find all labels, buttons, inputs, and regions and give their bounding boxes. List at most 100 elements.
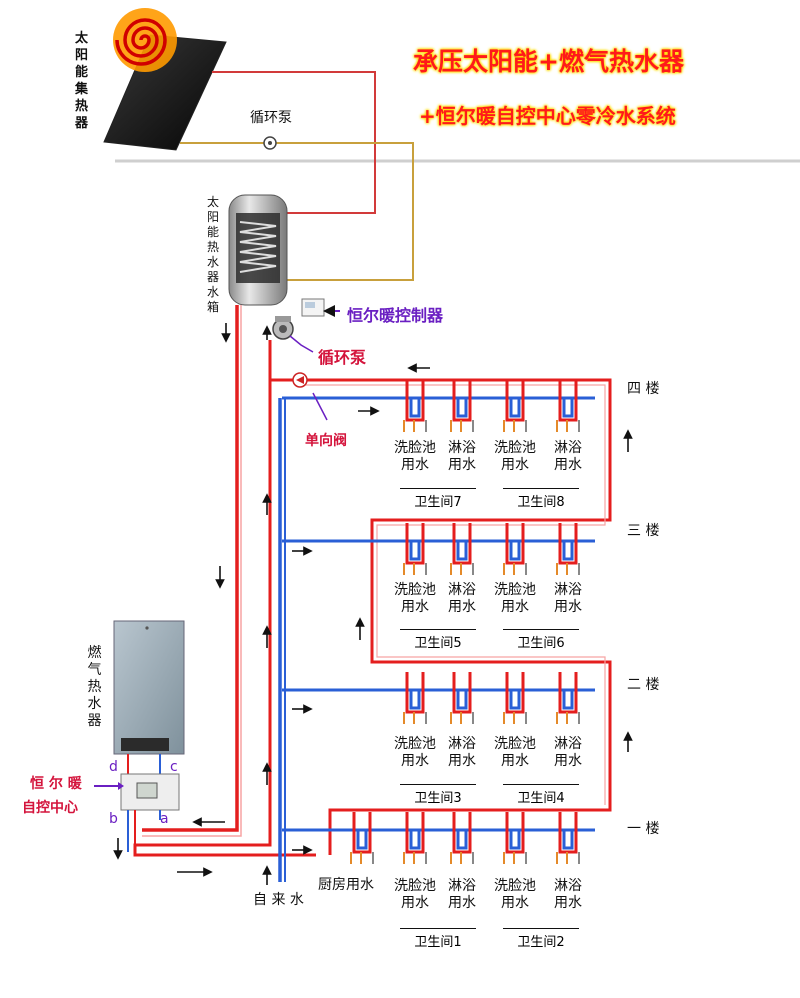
fixture-cold-loop xyxy=(562,398,574,418)
shower-label: 淋浴用水 xyxy=(542,736,594,770)
fixture-label-line1: 淋浴 xyxy=(554,736,582,752)
fixture-label-line1: 淋浴 xyxy=(554,582,582,598)
shower-label: 淋浴用水 xyxy=(542,582,594,616)
kitchen-label: 厨房用水 xyxy=(318,877,374,893)
fixture-hot-loop xyxy=(558,380,578,422)
fixture-hot-loop xyxy=(558,672,578,714)
sink-label: 洗脸池用水 xyxy=(489,736,541,770)
shower-label: 淋浴用水 xyxy=(436,582,488,616)
sink-label: 洗脸池用水 xyxy=(489,582,541,616)
fixture-label-line1: 洗脸池 xyxy=(494,878,536,894)
controller-callout: 恒尔暖控制器 xyxy=(347,306,444,325)
fixture-hot-loop xyxy=(505,812,525,854)
fixture-label-line1: 洗脸池 xyxy=(494,582,536,598)
fixture-label-line2: 用水 xyxy=(501,599,529,615)
fixture-cold-loop xyxy=(456,398,468,418)
fixture-label-line2: 用水 xyxy=(554,457,582,473)
sink-label: 洗脸池用水 xyxy=(389,582,441,616)
fixture-hot-loop xyxy=(505,523,525,565)
pump-callout: 循环泵 xyxy=(318,348,367,367)
fixture-hot-loop xyxy=(558,812,578,854)
fixture-cold-loop xyxy=(562,541,574,561)
tank-pump-icon xyxy=(272,316,294,340)
port-c: c xyxy=(170,759,178,775)
fixture-label-line2: 用水 xyxy=(554,895,582,911)
fixture-cold-loop xyxy=(409,690,421,710)
sink-label: 洗脸池用水 xyxy=(389,440,441,474)
fixture-cold-loop xyxy=(509,541,521,561)
fixture-hot-loop xyxy=(452,812,472,854)
top-pump-icon xyxy=(263,136,277,150)
fixture-label-line2: 用水 xyxy=(401,599,429,615)
fixture-hot-loop xyxy=(452,523,472,565)
fixture-cold-loop xyxy=(409,398,421,418)
fixture-cold-loop xyxy=(456,830,468,850)
fixture-cold-loop xyxy=(509,398,521,418)
solar-collector-label: 太阳能集热器 xyxy=(74,31,88,131)
title-line1: 承压太阳能+燃气热水器 xyxy=(413,47,684,76)
fixture-label-line2: 用水 xyxy=(448,599,476,615)
fixture-label-line1: 淋浴 xyxy=(554,440,582,456)
fixtures xyxy=(350,380,580,864)
fixture-cold-loop xyxy=(456,690,468,710)
fixture-hot-loop xyxy=(405,672,425,714)
fixture-cold-loop xyxy=(409,541,421,561)
fixture-cold-loop xyxy=(562,830,574,850)
fixture-hot-loop xyxy=(558,523,578,565)
bathroom-label: 卫生间1 xyxy=(400,928,476,950)
fixture-label-line1: 洗脸池 xyxy=(394,878,436,894)
control-center-callout-1: 恒 尔 暖 xyxy=(30,776,82,792)
fixture-cold-loop xyxy=(509,830,521,850)
gas-heater-label: 燃气热水器 xyxy=(87,645,102,729)
fixture-hot-loop xyxy=(405,812,425,854)
fixture-hot-loop xyxy=(405,523,425,565)
fixture-hot-loop xyxy=(452,672,472,714)
sink-label: 洗脸池用水 xyxy=(489,440,541,474)
fixture-label-line2: 用水 xyxy=(448,457,476,473)
fixture-hot-loop xyxy=(452,380,472,422)
solar-tank xyxy=(228,194,288,306)
hot-return-loop xyxy=(298,378,612,855)
cold-branches xyxy=(282,396,595,832)
control-center-arrow xyxy=(94,782,124,790)
bathroom-label: 卫生间2 xyxy=(503,928,579,950)
fixture-label-line1: 淋浴 xyxy=(448,736,476,752)
fixture-label-line2: 用水 xyxy=(554,599,582,615)
sink-label: 洗脸池用水 xyxy=(389,736,441,770)
fixture-label-line1: 洗脸池 xyxy=(494,440,536,456)
fixture-cold-loop xyxy=(356,830,368,850)
sink-label: 洗脸池用水 xyxy=(489,878,541,912)
bathroom-label: 卫生间5 xyxy=(400,629,476,651)
fixture-label-line1: 洗脸池 xyxy=(494,736,536,752)
fixture-label-line2: 用水 xyxy=(401,457,429,473)
fixture-label-line1: 淋浴 xyxy=(448,440,476,456)
shower-label: 淋浴用水 xyxy=(436,878,488,912)
bathroom-label: 卫生间4 xyxy=(503,784,579,806)
fixture-label-line2: 用水 xyxy=(501,895,529,911)
control-center xyxy=(120,773,180,852)
sun-icon xyxy=(113,8,177,72)
port-d: d xyxy=(109,759,118,775)
fixture-hot-loop xyxy=(352,812,372,854)
fixture-label-line2: 用水 xyxy=(401,753,429,769)
fixture-hot-loop xyxy=(505,380,525,422)
floor-4-label: 四 楼 xyxy=(627,381,660,397)
bathroom-label: 卫生间3 xyxy=(400,784,476,806)
fixture-label-line2: 用水 xyxy=(448,895,476,911)
fixture-cold-loop xyxy=(409,830,421,850)
fixture-label-line1: 洗脸池 xyxy=(394,736,436,752)
fixture-label-line2: 用水 xyxy=(401,895,429,911)
bathroom-label: 卫生间8 xyxy=(503,488,579,510)
solar-collector xyxy=(103,8,227,151)
flow-arrows xyxy=(113,323,633,885)
shower-label: 淋浴用水 xyxy=(436,736,488,770)
bathroom-label: 卫生间7 xyxy=(400,488,476,510)
fixture-cold-loop xyxy=(562,690,574,710)
solar-tank-label: 太阳能热水器水箱 xyxy=(206,195,219,314)
title-line2: +恒尔暖自控中心零冷水系统 xyxy=(419,104,676,128)
fixture-label-line1: 淋浴 xyxy=(448,582,476,598)
fixture-hot-loop xyxy=(505,672,525,714)
floor-2-label: 二 楼 xyxy=(627,677,660,693)
fixture-label-line1: 淋浴 xyxy=(448,878,476,894)
